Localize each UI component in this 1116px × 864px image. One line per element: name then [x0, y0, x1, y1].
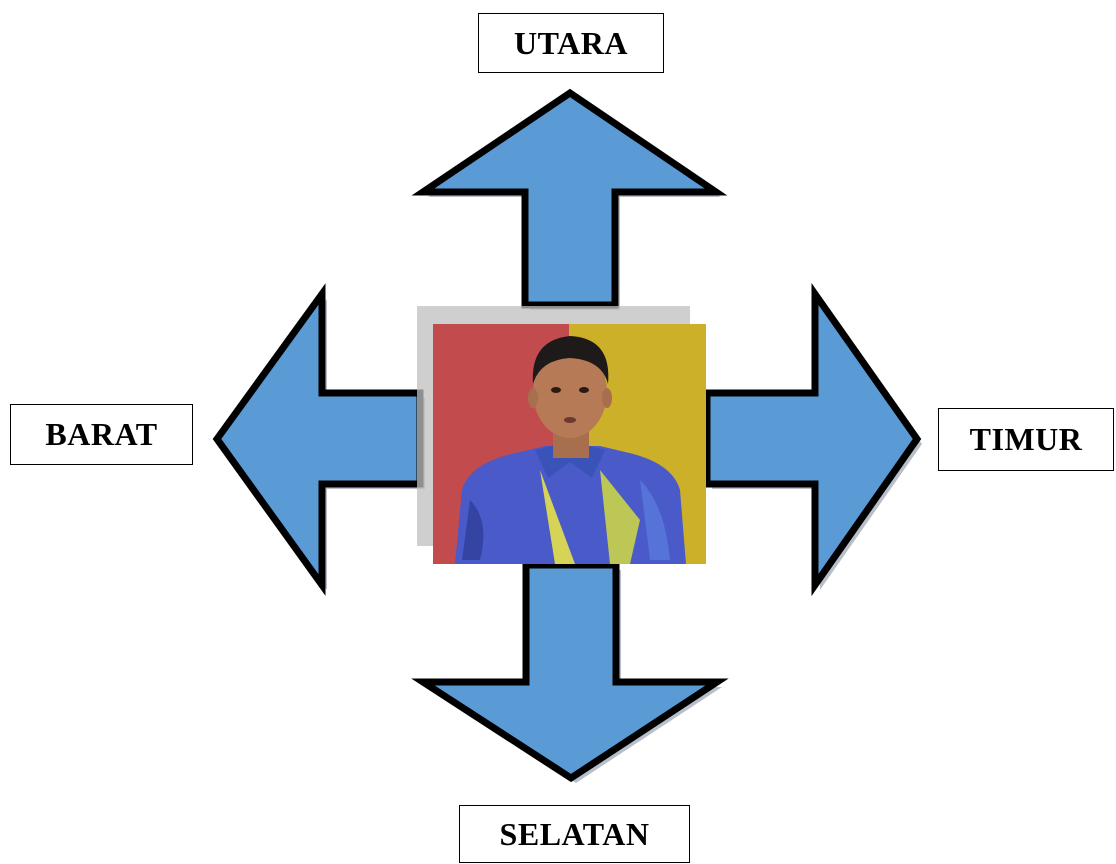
label-north: UTARA: [478, 13, 664, 73]
label-south: SELATAN: [459, 805, 690, 863]
arrow-south: [411, 561, 729, 783]
label-east: TIMUR: [938, 408, 1114, 471]
arrow-north: [411, 88, 728, 309]
arrow-west: [212, 283, 424, 596]
arrow-east: [703, 282, 922, 597]
label-west: BARAT: [10, 404, 193, 465]
arrows: [212, 88, 922, 783]
person-photo: [433, 324, 706, 564]
